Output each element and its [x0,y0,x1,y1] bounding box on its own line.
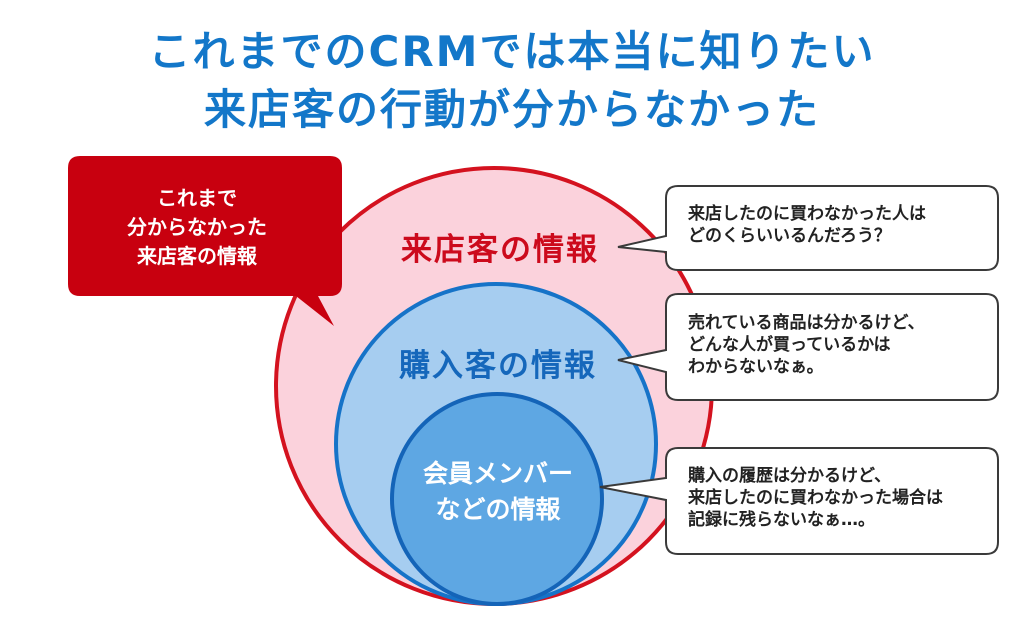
speech-bubble-3-text: 購入の履歴は分かるけど、 来店したのに買わなかった場合は 記録に残らないなぁ…。 [688,465,943,531]
member-label-line-1: 会員メンバー [422,459,573,488]
bubble-2-line-2: どんな人が買っているかは [688,335,891,355]
visitor-circle-label: 来店客の情報 [401,232,599,268]
member-circle [390,392,604,606]
bubble-3-line-1: 購入の履歴は分かるけど、 [688,466,892,486]
member-label-line-2: などの情報 [435,495,561,524]
speech-bubble-1 [617,185,999,271]
red-note-text: これまで 分からなかった 来店客の情報 [72,184,322,271]
purchaser-circle-label: 購入客の情報 [399,348,597,384]
bubble-1-line-2: どのくらいいるんだろう？ [688,226,891,246]
red-note-line-3: 来店客の情報 [137,244,257,268]
bubble-3-line-2: 来店したのに買わなかった場合は [688,488,943,508]
speech-bubble-2 [617,293,999,401]
bubble-2-line-1: 売れている商品は分かるけど、 [688,313,925,333]
red-note-line-2: 分からなかった [127,215,267,239]
bubble-2-line-3: わからないなぁ。 [688,357,824,377]
red-note-line-1: これまで [157,186,237,210]
member-circle-label: 会員メンバー などの情報 [398,456,598,528]
bubble-3-line-3: 記録に残らないなぁ…。 [688,510,875,530]
red-note-box [68,156,342,326]
speech-bubble-2-text: 売れている商品は分かるけど、 どんな人が買っているかは わからないなぁ。 [688,312,925,378]
speech-bubble-1-text: 来店したのに買わなかった人は どのくらいいるんだろう？ [688,203,926,247]
page-title-line-2: 来店客の行動が分からなかった [203,85,820,134]
page-title-line-1: これまでのCRMでは本当に知りたい [148,27,876,76]
speech-bubble-3 [599,447,999,555]
bubble-1-line-1: 来店したのに買わなかった人は [688,204,926,224]
